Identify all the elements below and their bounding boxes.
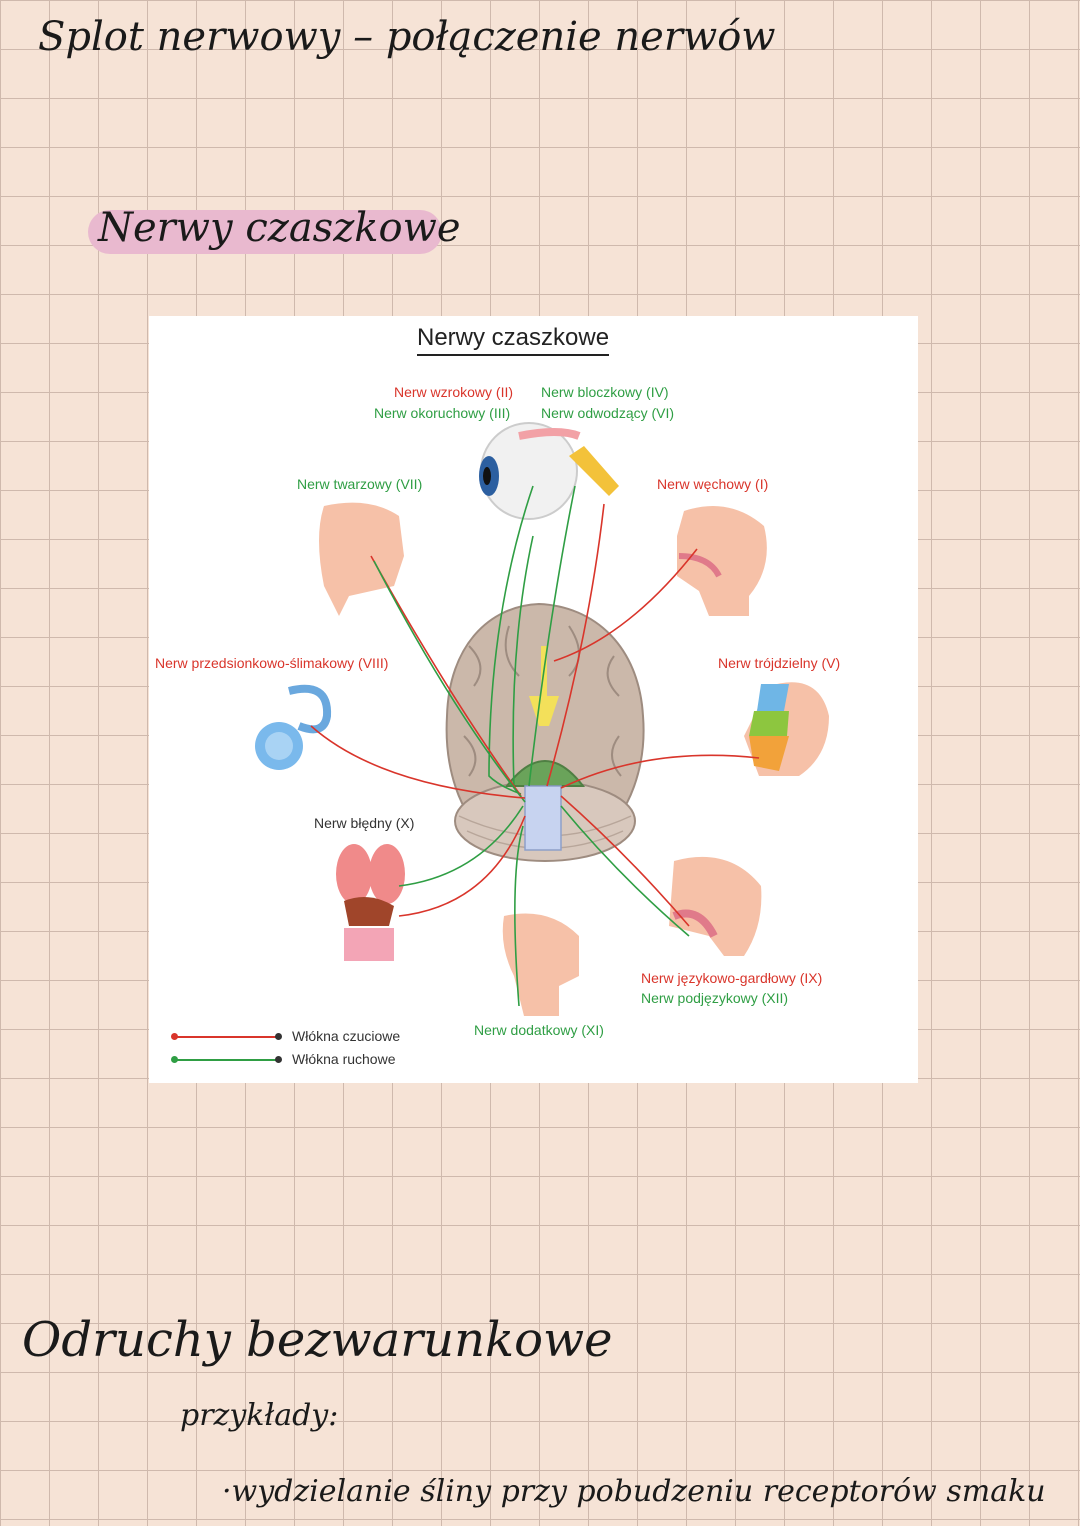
- legend-motor-dot: [171, 1056, 178, 1063]
- head-facial: [319, 502, 404, 616]
- main-title: Splot nerwowy – połączenie nerwów: [38, 14, 776, 60]
- eye-illustration: [479, 422, 619, 520]
- label-vagus: Nerw błędny (X): [314, 815, 415, 831]
- legend-motor-line: [174, 1059, 278, 1061]
- head-trigeminal: [744, 682, 829, 776]
- label-oculomotor: Nerw okoruchowy (III): [374, 405, 511, 421]
- head-mouth: [669, 856, 762, 956]
- reflex-title: Odruchy bezwarunkowe: [22, 1312, 613, 1368]
- legend-sensory-line: [174, 1036, 278, 1038]
- label-accessory: Nerw dodatkowy (XI): [474, 1022, 604, 1038]
- label-vestibulocochlear: Nerw przedsionkowo-ślimakowy (VIII): [155, 655, 389, 671]
- section-title: Nerwy czaszkowe: [98, 205, 461, 251]
- legend-motor-end-dot: [275, 1056, 282, 1063]
- label-facial: Nerw twarzowy (VII): [297, 476, 423, 492]
- head-accessory: [502, 913, 579, 1016]
- examples-label: przykłady:: [180, 1398, 339, 1433]
- organs-illustration: [336, 844, 405, 961]
- label-hypoglossal: Nerw podjęzykowy (XII): [641, 990, 789, 1006]
- label-optic: Nerw wzrokowy (II): [394, 384, 514, 400]
- nerve-lines: [310, 485, 760, 1007]
- label-trochlear: Nerw bloczkowy (IV): [541, 384, 669, 400]
- example-item: ·wydzielanie śliny przy pobudzeniu recep…: [222, 1474, 1046, 1509]
- legend-motor-label: Włókna ruchowe: [292, 1051, 396, 1067]
- legend-sensory-dot: [171, 1033, 178, 1040]
- title-highlight: [88, 210, 442, 254]
- head-olfactory: [677, 506, 767, 616]
- brain-illustration: [445, 602, 645, 862]
- cochlea-illustration: [255, 684, 332, 770]
- legend-sensory-end-dot: [275, 1033, 282, 1040]
- legend-sensory-label: Włókna czuciowe: [292, 1028, 401, 1044]
- cranial-nerves-figure: Nerwy czaszkowe Nerw wzrokowy (II) Nerw …: [149, 316, 918, 1083]
- figure-illustration: [255, 422, 829, 1016]
- label-glossopharyngeal: Nerw językowo-gardłowy (IX): [641, 970, 823, 986]
- figure-title: Nerwy czaszkowe: [417, 324, 610, 356]
- label-trigeminal: Nerw trójdzielny (V): [718, 655, 841, 671]
- label-olfactory: Nerw węchowy (I): [657, 476, 769, 492]
- label-abducens: Nerw odwodzący (VI): [541, 405, 675, 421]
